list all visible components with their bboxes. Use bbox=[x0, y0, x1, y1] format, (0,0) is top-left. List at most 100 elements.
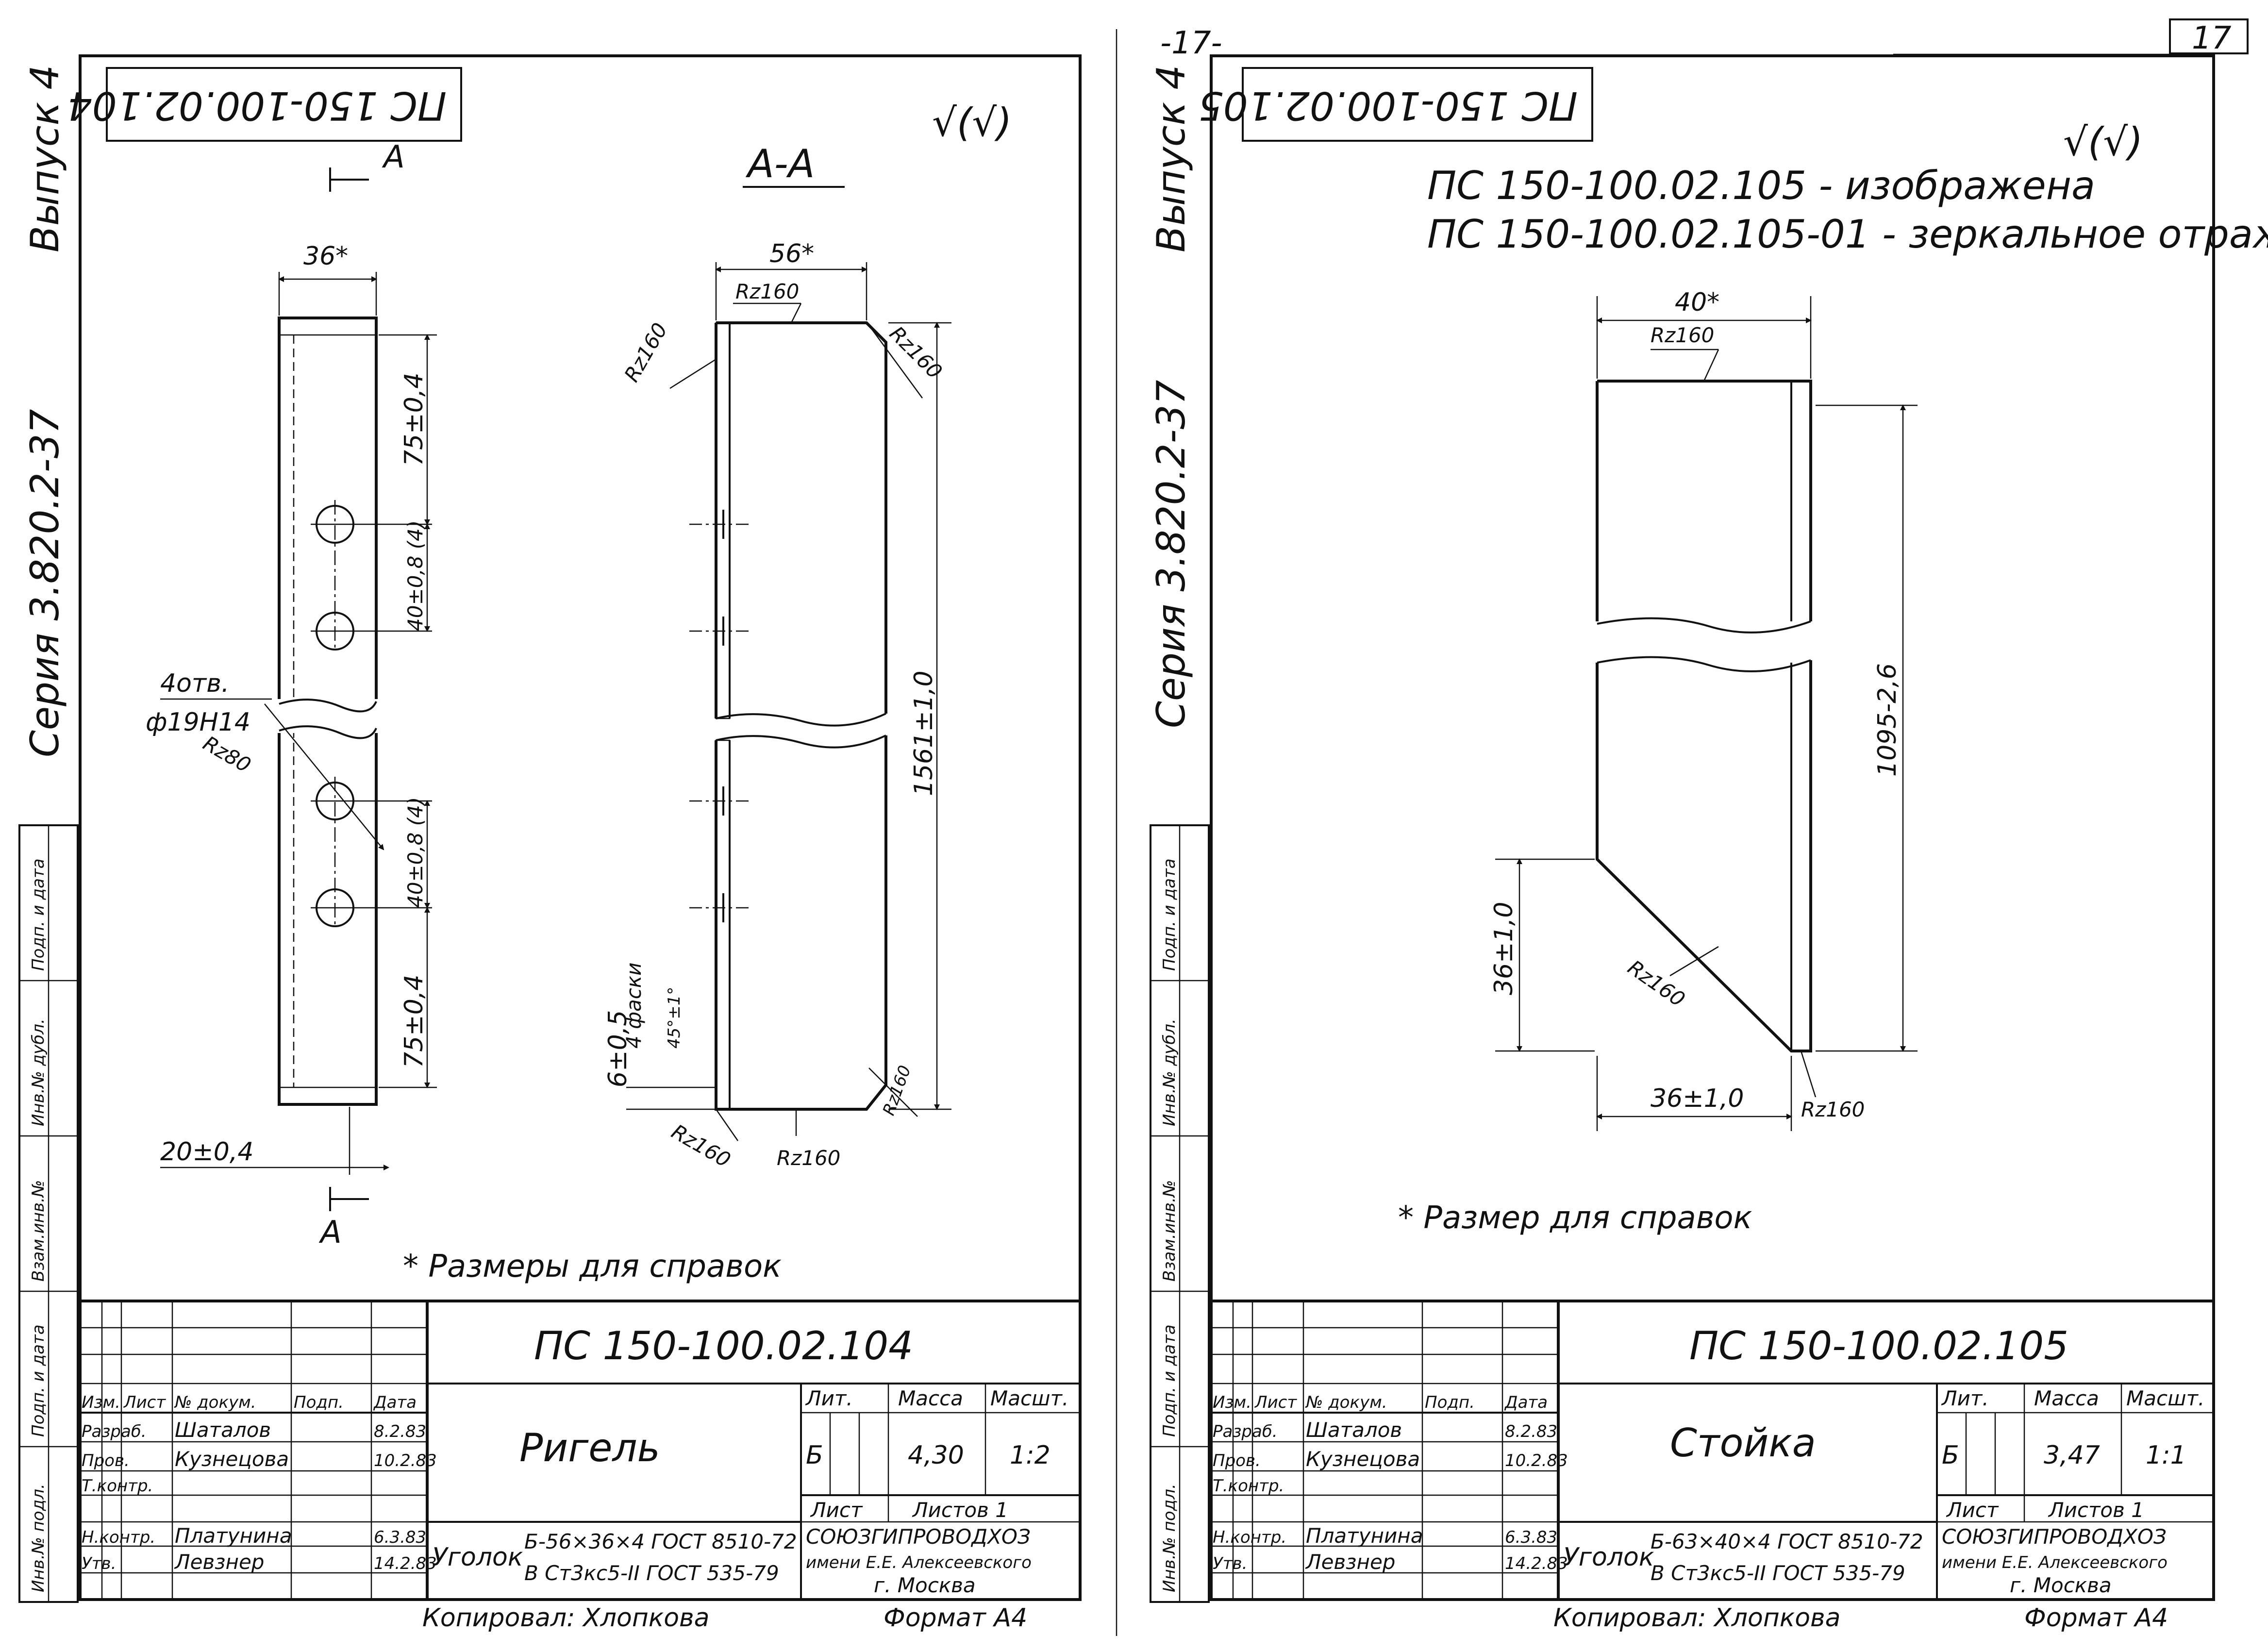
left-col-1: Лист bbox=[123, 1393, 166, 1412]
dim-hole-pitch-top: 40±0,8 (4) bbox=[403, 520, 427, 631]
right-strip-3: Инв.№ дубл. bbox=[1160, 1018, 1179, 1126]
right-rz160-bottom: Rz160 bbox=[1801, 1098, 1865, 1121]
rz160-e: Rz160 bbox=[777, 1146, 840, 1170]
left-row-1-role: Пров. bbox=[82, 1451, 130, 1470]
chamfer-count: 4 фаски bbox=[622, 963, 646, 1049]
left-row-3-date: 6.3.83 bbox=[374, 1528, 426, 1547]
right-material-2: В Ст3кс5-II ГОСТ 535-79 bbox=[1651, 1561, 1905, 1585]
right-lit-label: Лит. bbox=[1941, 1386, 1989, 1410]
right-row-0-name: Шаталов bbox=[1306, 1418, 1402, 1442]
chamfer-angle: 45°±1° bbox=[665, 987, 684, 1049]
right-line-1: ПС 150-100.02.105 - изображена bbox=[1427, 163, 2095, 208]
left-col-3: Подп. bbox=[294, 1393, 344, 1412]
left-lit-label: Лит. bbox=[805, 1386, 853, 1410]
right-row-4-role: Утв. bbox=[1213, 1554, 1247, 1573]
section-view bbox=[689, 321, 887, 1111]
left-col-2: № докум. bbox=[174, 1393, 256, 1412]
right-rz160-bevel: Rz160 bbox=[1623, 955, 1689, 1012]
right-roughness: √(√) bbox=[2063, 119, 2143, 165]
left-stamp-text: ПС 150-100.02.104 bbox=[67, 83, 447, 128]
left-org-1: СОЮЗГИПРОВОДХОЗ bbox=[806, 1525, 1031, 1549]
right-sheet-label: Лист bbox=[1946, 1498, 1999, 1522]
right-dim-width: 40* bbox=[1675, 288, 1719, 317]
right-scale-value: 1:1 bbox=[2146, 1441, 2186, 1470]
rz80: Rz80 bbox=[199, 731, 255, 777]
right-row-3-name: Платунина bbox=[1306, 1524, 1423, 1548]
right-copied: Копировал: Хлопкова bbox=[1553, 1603, 1841, 1633]
right-material-prefix: Уголок bbox=[1563, 1543, 1654, 1572]
right-row-3-date: 6.3.83 bbox=[1505, 1528, 1557, 1547]
left-strip-0: Инв.№ подл. bbox=[29, 1484, 48, 1592]
left-side-strip: Инв.№ подл. Подп. и дата Взам.инв.№ Инв.… bbox=[18, 824, 79, 1603]
left-material-prefix: Уголок bbox=[432, 1543, 523, 1572]
right-scale-label: Масшт. bbox=[2126, 1386, 2204, 1410]
left-roughness: √(√) bbox=[932, 100, 1012, 145]
dim-offset: 20±0,4 bbox=[160, 1137, 253, 1167]
right-mass-value: 3,47 bbox=[2044, 1441, 2100, 1470]
left-mass-value: 4,30 bbox=[908, 1441, 964, 1470]
left-doc-code: ПС 150-100.02.104 bbox=[534, 1323, 913, 1368]
right-col-4: Дата bbox=[1504, 1393, 1548, 1412]
right-strip-4: Подп. и дата bbox=[1160, 858, 1179, 971]
right-format: Формат А4 bbox=[2024, 1603, 2168, 1633]
right-side-series: Серия 3.820.2-37 bbox=[1149, 380, 1194, 728]
left-row-0-date: 8.2.83 bbox=[374, 1422, 426, 1441]
holes-dia: ф19Н14 bbox=[146, 708, 250, 737]
right-material-1: Б-63×40×4 ГОСТ 8510-72 bbox=[1651, 1530, 1923, 1553]
right-strip-0: Инв.№ подл. bbox=[1160, 1484, 1179, 1592]
left-scale-label: Масшт. bbox=[990, 1386, 1068, 1410]
rz160-b: Rz160 bbox=[885, 321, 947, 384]
left-row-4-name: Левзнер bbox=[174, 1550, 264, 1574]
right-title-block: Изм. Лист № докум. Подп. Дата Разраб. Ша… bbox=[1211, 1300, 2214, 1600]
left-col-0: Изм. bbox=[82, 1393, 120, 1412]
page-number-corner: 17 bbox=[2192, 20, 2232, 56]
left-sheet: Выпуск 4 Серия 3.820.2-37 Инв.№ подл. По… bbox=[18, 54, 1082, 1633]
left-sheet-label: Лист bbox=[810, 1498, 863, 1522]
section-title: А-А bbox=[745, 141, 815, 186]
dim-width-front: 36* bbox=[303, 242, 348, 271]
rz160-c: Rz160 bbox=[619, 319, 672, 386]
left-row-3-name: Платунина bbox=[175, 1524, 292, 1548]
post-view bbox=[1596, 380, 1812, 1052]
right-doc-code: ПС 150-100.02.105 bbox=[1689, 1323, 2068, 1368]
left-material-2: В Ст3кс5-II ГОСТ 535-79 bbox=[524, 1561, 779, 1585]
left-stamp-box: ПС 150-100.02.104 bbox=[67, 67, 462, 142]
left-strip-4: Подп. и дата bbox=[29, 858, 48, 971]
right-dim-bevel-h: 36±1,0 bbox=[1489, 902, 1518, 995]
left-note: * Размеры для справок bbox=[403, 1249, 782, 1284]
holes-count: 4отв. bbox=[160, 669, 229, 698]
right-sheets-label: Листов 1 bbox=[2048, 1498, 2144, 1522]
dim-hole-pitch-bottom: 40±0,8 (4) bbox=[403, 797, 427, 908]
right-row-4-date: 14.2.83 bbox=[1505, 1554, 1568, 1573]
right-side-issue: Выпуск 4 bbox=[1149, 65, 1194, 252]
right-dim-length: 1095-2,6 bbox=[1873, 663, 1902, 777]
left-lit-value: Б bbox=[806, 1441, 823, 1470]
left-strip-3: Инв.№ дубл. bbox=[29, 1018, 48, 1126]
left-row-0-name: Шаталов bbox=[175, 1418, 271, 1442]
right-org-2: имени Е.Е. Алексеевского bbox=[1942, 1553, 2168, 1572]
left-title-block: Изм. Лист № докум. Подп. Дата Разраб. Ша… bbox=[80, 1300, 1080, 1600]
left-org-2: имени Е.Е. Алексеевского bbox=[806, 1553, 1032, 1572]
right-frame bbox=[1210, 54, 2215, 1601]
right-lit-value: Б bbox=[1942, 1441, 1959, 1470]
right-col-3: Подп. bbox=[1425, 1393, 1475, 1412]
right-note: * Размер для справок bbox=[1398, 1200, 1752, 1236]
left-row-4-role: Утв. bbox=[82, 1554, 116, 1573]
front-view bbox=[274, 317, 432, 1106]
left-row-0-role: Разраб. bbox=[82, 1422, 147, 1441]
right-stamp-text: ПС 150-100.02.105 bbox=[1199, 83, 1578, 128]
right-side-strip: Инв.№ подл. Подп. и дата Взам.инв.№ Инв.… bbox=[1150, 824, 1210, 1603]
right-col-0: Изм. bbox=[1213, 1393, 1251, 1412]
left-row-4-date: 14.2.83 bbox=[374, 1554, 437, 1573]
right-row-1-name: Кузнецова bbox=[1306, 1447, 1420, 1471]
right-row-1-role: Пров. bbox=[1213, 1451, 1261, 1470]
chamfer-size: 6±0,5 bbox=[603, 1010, 633, 1087]
right-strip-1: Подп. и дата bbox=[1160, 1324, 1179, 1437]
right-row-2-role: Т.контр. bbox=[1213, 1476, 1284, 1496]
left-side-issue: Выпуск 4 bbox=[22, 65, 67, 252]
left-strip-1: Подп. и дата bbox=[29, 1324, 48, 1437]
right-col-2: № докум. bbox=[1305, 1393, 1387, 1412]
left-scale-value: 1:2 bbox=[1010, 1441, 1051, 1470]
corner-box: 17 bbox=[1893, 18, 2249, 56]
